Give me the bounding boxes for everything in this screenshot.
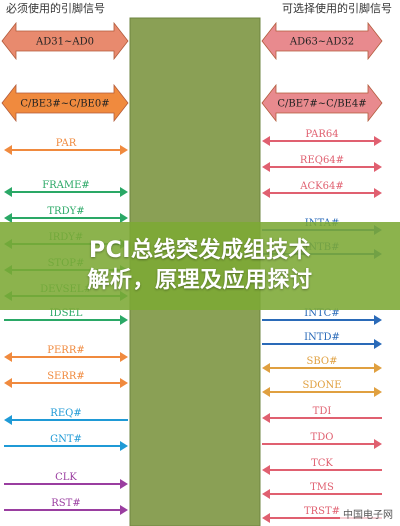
signal-arrow-sbo — [262, 363, 382, 373]
signal-arrow-req64 — [262, 162, 382, 172]
right-caption: 可选择使用的引脚信号 — [282, 2, 392, 15]
signal-label-par64: PAR64 — [305, 129, 338, 140]
signal-label-trst: TRST# — [304, 506, 340, 517]
signal-label-idsel: IDSEL — [50, 308, 83, 319]
signal-arrow-frame — [4, 187, 128, 197]
bus-arrow-c-be7-c-be4 — [261, 83, 383, 123]
signal-arrow-ack64 — [262, 188, 382, 198]
bus-label-ad31-ad0: AD31~AD0 — [35, 37, 94, 48]
signal-label-intd: INTD# — [304, 332, 340, 343]
signal-arrow-req — [4, 415, 128, 425]
signal-arrow-perr — [4, 352, 128, 362]
signal-label-req: REQ# — [50, 408, 81, 419]
signal-arrow-gnt — [4, 441, 128, 451]
left-signal-group: AD31~AD0C/BE3#~C/BE0#PARFRAME#TRDY#IRDY#… — [1, 21, 129, 515]
signal-arrow-tdi — [262, 413, 382, 423]
bus-label-ad63-ad32: AD63~AD32 — [289, 37, 354, 48]
signal-label-frame: FRAME# — [42, 180, 90, 191]
signal-arrow-tck — [262, 465, 382, 475]
signal-label-par: PAR — [56, 138, 77, 149]
signal-arrow-clk — [4, 479, 128, 489]
bus-label-c-be7-c-be4: C/BE7#~C/BE4# — [277, 99, 366, 110]
signal-label-req64: REQ64# — [300, 155, 344, 166]
signal-arrow-intc — [262, 315, 382, 325]
banner-line-1: PCI总线突发成组技术 — [89, 238, 311, 263]
signal-label-intc: INTC# — [304, 308, 339, 319]
signal-label-clk: CLK — [55, 472, 77, 483]
signal-arrow-intd — [262, 339, 382, 349]
signal-label-tms: TMS — [310, 482, 334, 493]
signal-arrow-trdy — [4, 213, 128, 223]
signal-label-sdone: SDONE — [302, 380, 341, 391]
watermark-logo: 中国电子网 — [340, 505, 396, 522]
signal-label-trdy: TRDY# — [47, 206, 84, 217]
title-banner: PCI总线突发成组技术 解析，原理及应用探讨 — [0, 222, 400, 310]
bus-arrow-c-be3-c-be0 — [1, 83, 129, 123]
signal-label-rst: RST# — [51, 498, 80, 509]
signal-arrow-par64 — [262, 136, 382, 146]
signal-arrow-serr — [4, 378, 128, 388]
signal-arrow-sdone — [262, 387, 382, 397]
banner-line-2: 解析，原理及应用探讨 — [87, 268, 313, 293]
signal-arrow-tdo — [262, 439, 382, 449]
signal-label-ack64: ACK64# — [299, 181, 343, 192]
signal-label-serr: SERR# — [47, 371, 85, 382]
signal-label-tdi: TDI — [313, 406, 332, 417]
signal-arrow-rst — [4, 505, 128, 515]
bus-arrow-ad63-ad32 — [261, 21, 383, 61]
signal-label-tck: TCK — [311, 458, 333, 469]
signal-arrow-idsel — [4, 315, 128, 325]
signal-label-tdo: TDO — [311, 432, 334, 443]
signal-arrow-tms — [262, 489, 382, 499]
signal-label-sbo: SBO# — [307, 356, 338, 367]
signal-arrow-par — [4, 145, 128, 155]
signal-label-perr: PERR# — [47, 345, 84, 356]
bus-label-c-be3-c-be0: C/BE3#~C/BE0# — [20, 99, 109, 110]
left-caption: 必须使用的引脚信号 — [6, 2, 105, 15]
signal-label-gnt: GNT# — [50, 434, 82, 445]
bus-arrow-ad31-ad0 — [1, 21, 129, 61]
